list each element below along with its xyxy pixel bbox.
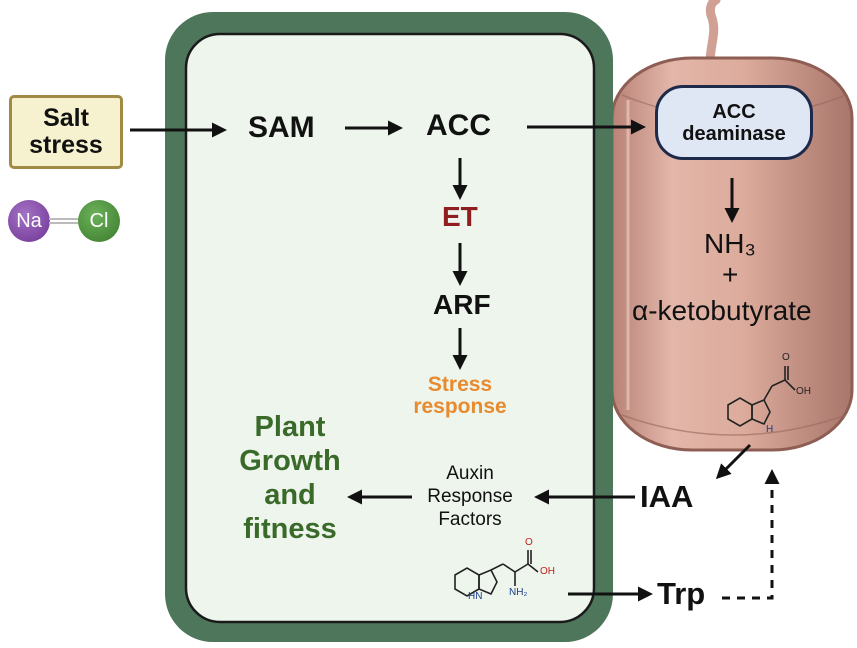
acc-label: ACC: [426, 109, 491, 142]
stress-response-line2: response: [413, 395, 507, 419]
auxin-line1: Auxin: [446, 463, 494, 484]
trp-molecule-oh-label: OH: [540, 566, 555, 577]
trp-molecule-o-label: O: [525, 537, 533, 548]
sodium-ion: Na: [8, 200, 50, 242]
chloride-ion: Cl: [78, 200, 120, 242]
auxin-response-factors-label: Auxin Response Factors: [410, 463, 530, 531]
trp-molecule-hn-label: HN: [468, 591, 483, 602]
plant-growth-line1: Plant: [254, 411, 326, 443]
et-label: ET: [442, 201, 478, 232]
acc-deaminase-line2: deaminase: [682, 122, 786, 145]
salt-stress-box: Salt stress: [9, 95, 123, 169]
iaa-molecule-structure: [727, 366, 796, 427]
sam-label: SAM: [248, 111, 315, 144]
iaa-molecule-o-label: O: [782, 352, 790, 363]
stress-response-label: Stress response: [413, 373, 507, 419]
auxin-line2: Response: [427, 485, 513, 507]
iaa-label: IAA: [640, 479, 694, 514]
salt-stress-label-line1: Salt: [43, 104, 89, 132]
nh3-label: NH₃: [704, 228, 756, 259]
trp-molecule-structure: [454, 550, 539, 597]
auxin-line3: Factors: [438, 508, 502, 530]
trp-molecule-nh2-label: NH₂: [509, 587, 528, 598]
ketobutyrate-label: α-ketobutyrate: [632, 295, 812, 326]
trp-label: Trp: [657, 576, 706, 611]
plant-growth-line4: fitness: [243, 512, 337, 545]
dashed-arrow-trp-to-bacterium: [722, 469, 780, 600]
plant-cytoplasm: [184, 32, 596, 624]
bacterium-flagellum: [705, 0, 721, 77]
ionic-bond: [49, 218, 79, 224]
plant-growth-line2: Growth: [239, 444, 341, 477]
iaa-molecule-nh-label: H: [766, 424, 774, 435]
plus-label: +: [722, 259, 739, 290]
iaa-molecule-oh-label: OH: [796, 386, 811, 397]
salt-stress-label-line2: stress: [29, 131, 103, 159]
arrow-molecule-to-iaa: [715, 443, 752, 480]
acc-deaminase-box: ACC deaminase: [655, 85, 813, 160]
plant-growth-line3: and: [264, 478, 316, 511]
plant-growth-label: Plant Growth and fitness: [232, 411, 348, 547]
arf-label: ARF: [433, 289, 491, 320]
stress-response-line1: Stress: [427, 373, 493, 396]
acc-deaminase-line1: ACC: [712, 100, 756, 123]
